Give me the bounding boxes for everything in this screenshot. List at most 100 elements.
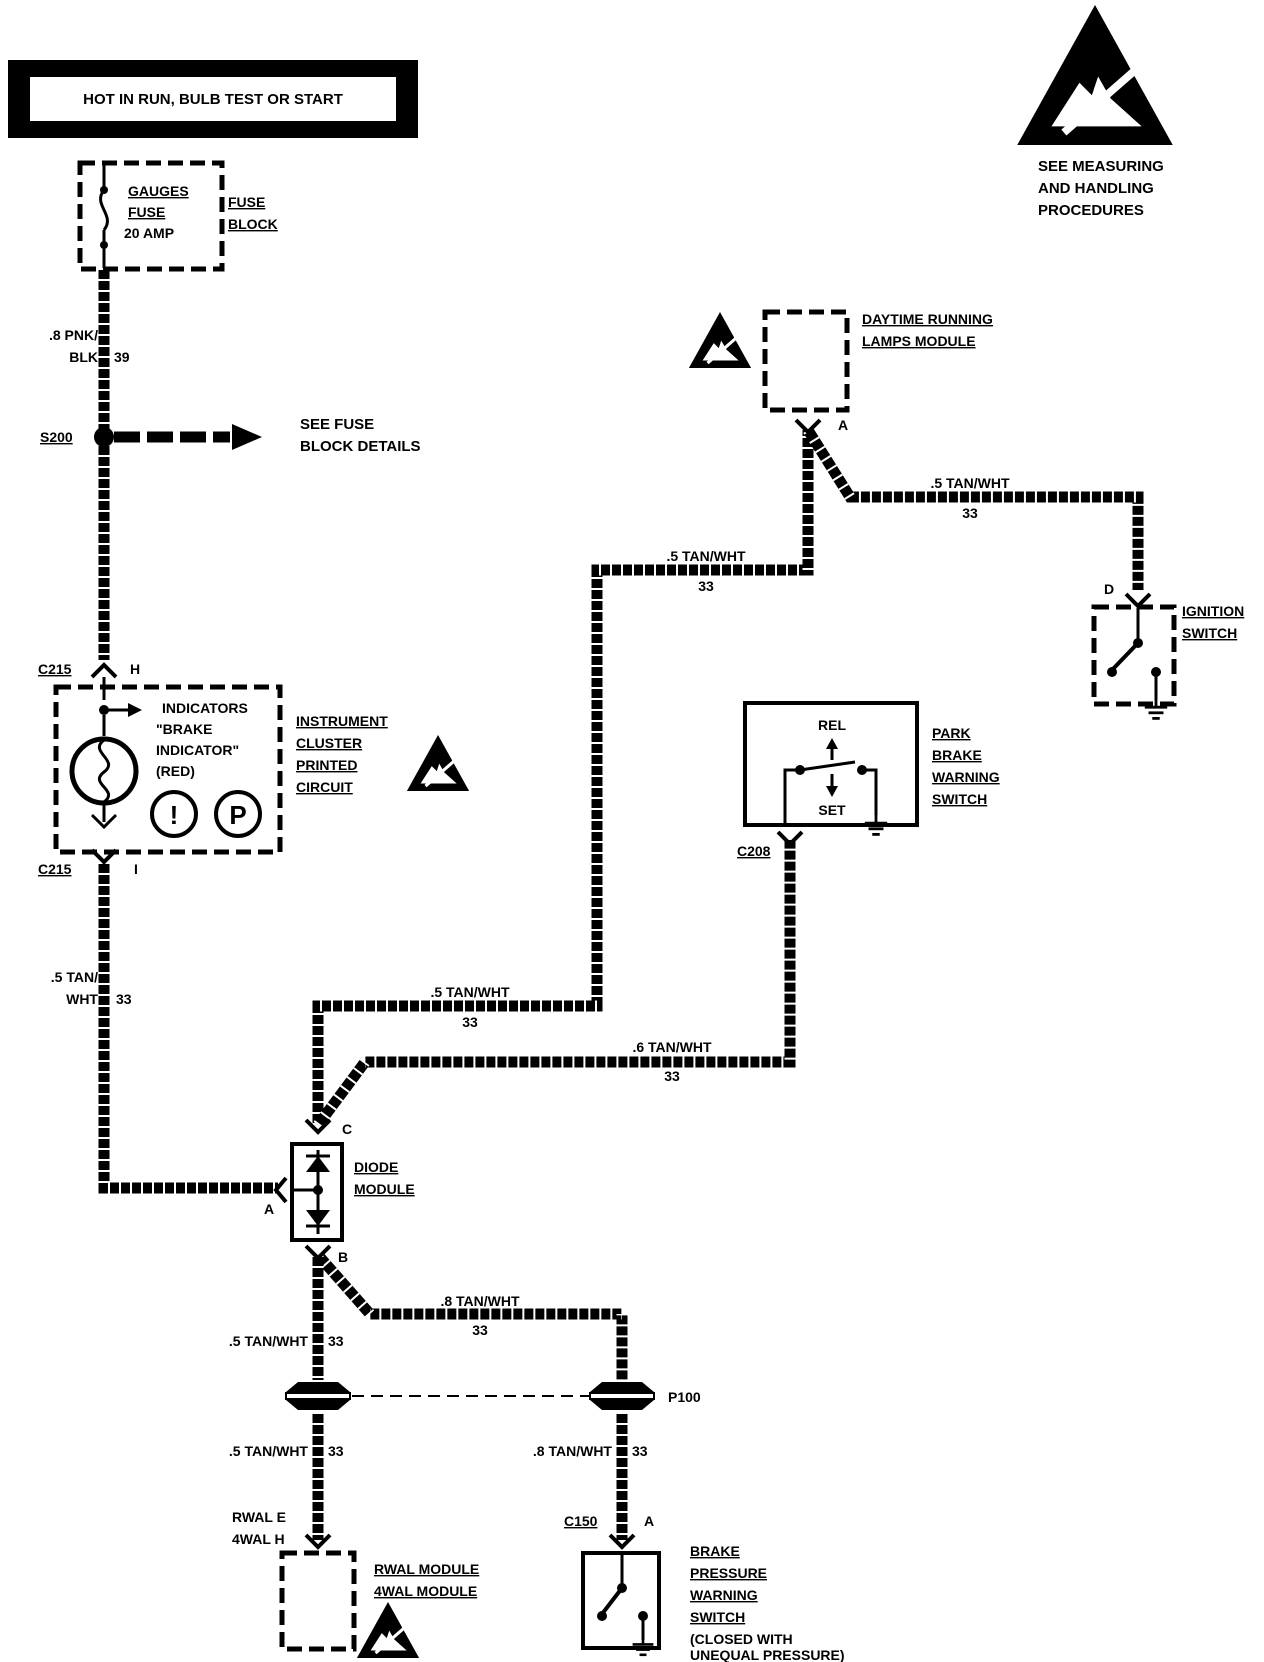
switch-contact-icon [799, 760, 856, 772]
inline-connector-icon [285, 1382, 351, 1410]
brake-pressure-label: BRAKE [690, 1543, 740, 1559]
wire-circuit: 33 [462, 1014, 478, 1030]
switch-contact-icon [1107, 608, 1161, 700]
parking-symbol-icon [214, 790, 262, 838]
wire-label: .5 TAN/WHT [666, 548, 746, 564]
diode-down-icon [306, 1210, 330, 1226]
splice-note-line: BLOCK DETAILS [300, 438, 421, 455]
wire-circuit: 33 [962, 505, 978, 521]
brake-warning-symbol-icon [150, 790, 198, 838]
fuse-block: GAUGES FUSE 20 AMP FUSE BLOCK [77, 160, 278, 272]
diode-up-icon [306, 1156, 330, 1172]
esd-warning-icon [356, 1602, 420, 1658]
esd-notice-line: PROCEDURES [1038, 202, 1144, 219]
fuse-block-label: FUSE [228, 194, 265, 210]
wire-circuit: 33 [472, 1322, 488, 1338]
power-header: HOT IN RUN, BULB TEST OR START [8, 60, 418, 138]
brake-pressure-switch: C150 A BRAKE PRESSURE WARNING SWITCH (CL… [564, 1513, 845, 1662]
wire-label: .5 TAN/WHT [229, 1333, 309, 1349]
cluster-wire-circuit: 33 [116, 991, 132, 1007]
cluster-label: CIRCUIT [296, 779, 353, 795]
cluster-pin-bottom: I [134, 861, 138, 877]
brake-pressure-note: UNEQUAL PRESSURE) [690, 1647, 845, 1662]
wire-39-gauge: .8 PNK/ [49, 327, 98, 343]
park-brake-label: WARNING [932, 769, 1000, 785]
fuse-icon [99, 163, 109, 268]
fuse-name-line: FUSE [128, 204, 165, 220]
esd-warning-icon [688, 312, 752, 368]
wire-diode-to-park-brake [313, 840, 796, 1129]
instrument-cluster: C215 H ! P INDICATORS "BRAKE INDICATOR" … [38, 661, 470, 877]
connector-pin-icon [90, 848, 118, 865]
p-symbol: P [229, 800, 246, 830]
release-label: REL [818, 717, 846, 733]
cluster-pin-top: H [130, 661, 140, 677]
indicator-label: (RED) [156, 763, 195, 779]
esd-notice: SEE MEASURING AND HANDLING PROCEDURES [1017, 5, 1173, 219]
brake-bulb-icon [69, 736, 139, 806]
wire-diode-b-right [313, 1251, 628, 1380]
connector-p100: P100 [285, 1382, 701, 1410]
rwal-module: RWAL E 4WAL H RWAL MODULE 4WAL MODULE [232, 1509, 479, 1658]
connector-pin-icon [273, 1176, 288, 1204]
brake-pressure-label: WARNING [690, 1587, 758, 1603]
wire-circuit: 33 [664, 1068, 680, 1084]
cluster-label: INSTRUMENT [296, 713, 388, 729]
park-brake-label: SWITCH [932, 791, 987, 807]
diode-label: DIODE [354, 1159, 398, 1175]
wire-cluster-to-diode [98, 862, 278, 1194]
diode-label: MODULE [354, 1181, 415, 1197]
connector-pin-icon [304, 1118, 332, 1135]
diode-pin-a: A [264, 1201, 274, 1217]
4wal-pin: 4WAL H [232, 1531, 285, 1547]
indicator-label: INDICATOR" [156, 742, 239, 758]
wire-39-circuit: 39 [114, 349, 130, 365]
cluster-wire-color: WHT [66, 991, 98, 1007]
wire-circuit: 33 [328, 1443, 344, 1459]
drl-module-label: DAYTIME RUNNING [862, 311, 993, 327]
diode-module: C A B DIODE MODULE [264, 1118, 415, 1265]
connector-pin-icon [776, 830, 804, 847]
wire-39-color: BLK [69, 349, 98, 365]
drl-module: A DAYTIME RUNNING LAMPS MODULE [688, 309, 993, 435]
fuse-rating: 20 AMP [124, 225, 174, 241]
connector-pin-icon [1124, 592, 1152, 609]
power-header-text: HOT IN RUN, BULB TEST OR START [83, 91, 343, 108]
wire-label: .5 TAN/WHT [229, 1443, 309, 1459]
esd-warning-icon [406, 735, 470, 791]
cluster-wire-gauge: .5 TAN/ [51, 969, 98, 985]
park-brake-switch: REL SET C208 PARK BRAKE WARNING SWITCH [737, 701, 1000, 859]
drl-module-label: LAMPS MODULE [862, 333, 976, 349]
ground-icon [631, 1636, 655, 1657]
park-brake-connector: C208 [737, 843, 771, 859]
brake-pressure-note: (CLOSED WITH [690, 1631, 793, 1647]
connector-pin-icon [608, 1533, 636, 1550]
inline-connector-icon [589, 1382, 655, 1410]
wire-label: .5 TAN/WHT [430, 984, 510, 1000]
park-brake-label: PARK [932, 725, 971, 741]
wire-diode-to-drl [312, 430, 814, 1125]
wire-circuit: 33 [698, 578, 714, 594]
rwal-module-label: RWAL MODULE [374, 1561, 479, 1577]
arrow-down-icon [826, 786, 838, 797]
esd-warning-icon [1017, 5, 1173, 145]
rwal-module-label: 4WAL MODULE [374, 1583, 477, 1599]
wire-group [98, 268, 1144, 1540]
cluster-connector-top: C215 [38, 661, 72, 677]
ignition-switch: D IGNITION SWITCH [1091, 581, 1244, 720]
connector-pin-icon [90, 662, 118, 679]
connector-p100-id: P100 [668, 1389, 701, 1405]
fuse-name-line: GAUGES [128, 183, 189, 199]
switch-contact-icon [597, 1553, 648, 1640]
brake-pressure-label: PRESSURE [690, 1565, 767, 1581]
wire-label: .6 TAN/WHT [632, 1039, 712, 1055]
wire-label: .5 TAN/WHT [930, 475, 1010, 491]
indicator-label: INDICATORS [162, 700, 248, 716]
brake-pressure-connector: C150 [564, 1513, 598, 1529]
wire-drl-to-ignition [803, 427, 1144, 590]
wire-label: .8 TAN/WHT [533, 1443, 613, 1459]
ignition-label: IGNITION [1182, 603, 1244, 619]
arrow-up-icon [826, 738, 838, 749]
connector-pin-icon [304, 1533, 332, 1550]
